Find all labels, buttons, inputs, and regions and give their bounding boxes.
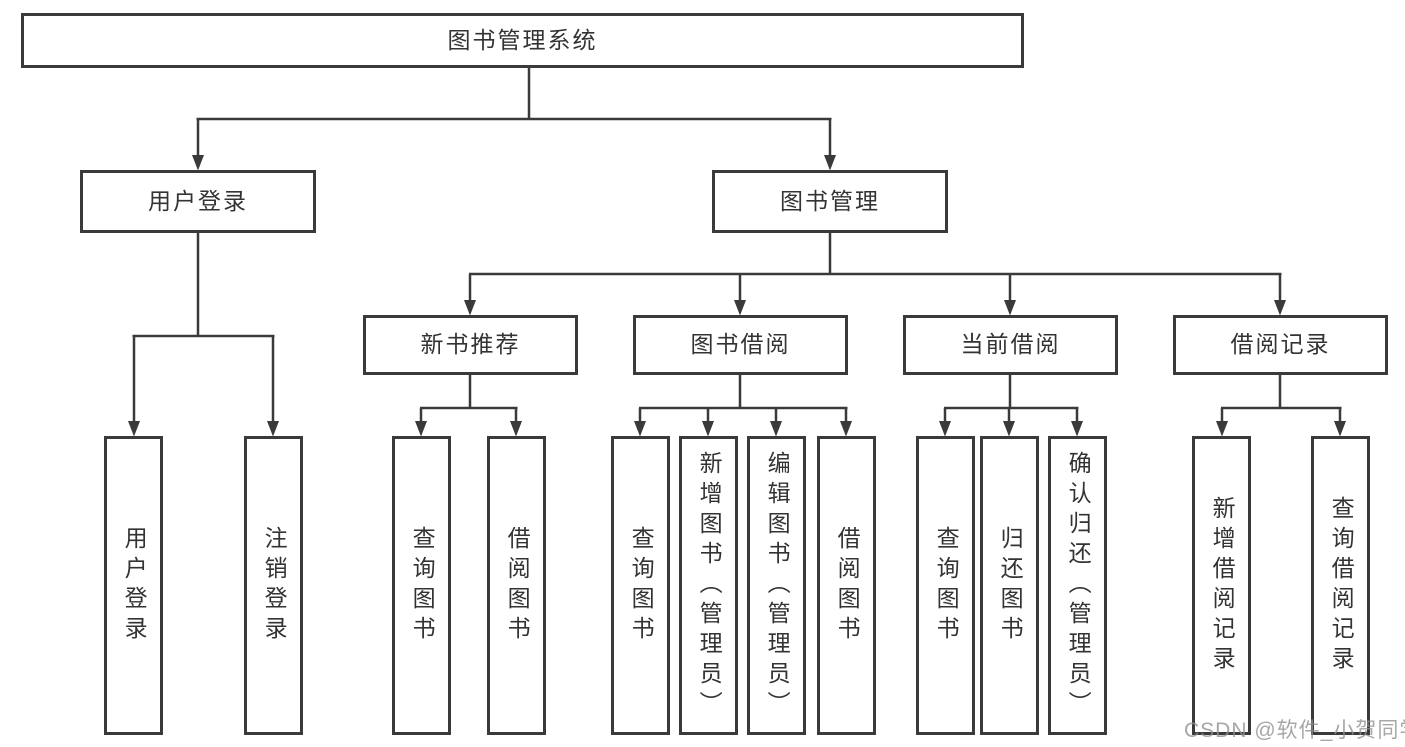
connector-new-book-recommend-to-leaves (415, 375, 522, 437)
connector-borrowing-records-to-leaves (1216, 375, 1346, 437)
connector-book-borrowing-to-leaves (634, 375, 852, 437)
leaf-confirm-return-admin: 确认归还（管理员） (1048, 436, 1107, 735)
node-label: 新增图书（管理员） (696, 450, 723, 721)
node-label: 新增借阅记录 (1209, 495, 1236, 676)
node-label: 图书管理系统 (447, 26, 598, 53)
node-label: 确认归还（管理员） (1065, 450, 1092, 721)
node-label: 查询图书 (409, 525, 436, 646)
node-label: 编辑图书（管理员） (764, 450, 791, 721)
leaf-add-books-admin: 新增图书（管理员） (679, 436, 738, 735)
leaf-edit-books-admin: 编辑图书（管理员） (747, 436, 806, 735)
leaf-return-books: 归还图书 (980, 436, 1039, 735)
node-user-login: 用户登录 (80, 170, 316, 233)
node-label: 图书借阅 (690, 331, 791, 358)
node-label: 查询借阅记录 (1328, 495, 1355, 676)
leaf-add-borrow-record: 新增借阅记录 (1192, 436, 1251, 735)
leaf-query-borrow-record: 查询借阅记录 (1311, 436, 1370, 735)
node-library-management-system: 图书管理系统 (21, 13, 1024, 68)
connector-book-management-to-level3 (464, 233, 1286, 316)
node-book-management: 图书管理 (712, 170, 948, 233)
connector-root-to-level2 (192, 68, 836, 171)
node-current-borrowing: 当前借阅 (903, 315, 1118, 375)
node-label: 借阅图书 (834, 525, 861, 646)
connector-user-login-to-leaves (128, 233, 279, 437)
leaf-query-books-borrowing: 查询图书 (611, 436, 670, 735)
node-label: 注销登录 (261, 525, 288, 646)
node-label: 查询图书 (628, 525, 655, 646)
leaf-borrow-books-recommend: 借阅图书 (487, 436, 546, 735)
leaf-logout: 注销登录 (244, 436, 303, 735)
node-label: 借阅图书 (504, 525, 531, 646)
node-new-book-recommend: 新书推荐 (363, 315, 578, 375)
leaf-query-books-recommend: 查询图书 (392, 436, 451, 735)
node-book-borrowing: 图书借阅 (633, 315, 848, 375)
leaf-borrow-books: 借阅图书 (817, 436, 876, 735)
node-label: 用户登录 (121, 525, 148, 646)
node-label: 新书推荐 (420, 331, 521, 358)
node-label: 借阅记录 (1230, 331, 1331, 358)
leaf-user-login: 用户登录 (104, 436, 163, 735)
leaf-query-books-current: 查询图书 (916, 436, 975, 735)
node-label: 当前借阅 (960, 331, 1061, 358)
node-borrowing-records: 借阅记录 (1173, 315, 1388, 375)
node-label: 图书管理 (780, 187, 880, 214)
node-label: 用户登录 (148, 187, 248, 214)
node-label: 查询图书 (933, 525, 960, 646)
csdn-watermark: CSDN @软件_小贺同学 (1184, 719, 1405, 742)
node-label: 归还图书 (997, 525, 1024, 646)
connector-current-borrowing-to-leaves (939, 375, 1083, 437)
